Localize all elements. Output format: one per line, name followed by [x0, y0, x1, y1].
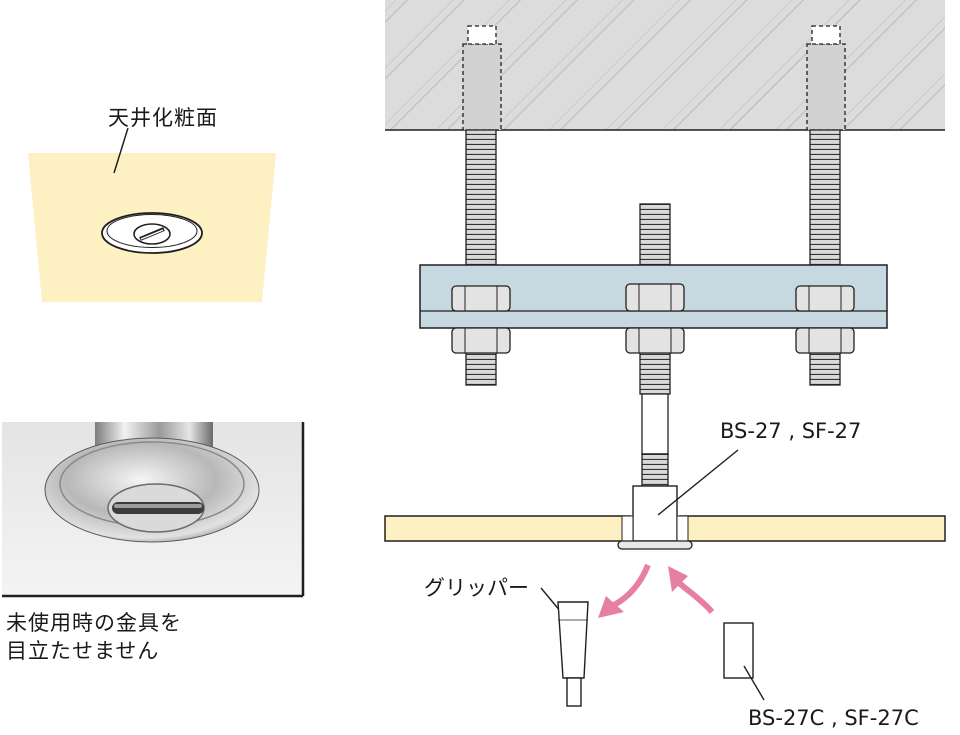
nut-lower-center [625, 327, 685, 354]
gripper-label: グリッパー [424, 576, 529, 600]
fitting-main-leader [657, 449, 739, 516]
ceiling-surface-illustration [28, 127, 276, 302]
nut-upper-right [795, 285, 855, 312]
embedded-fitting [617, 485, 693, 550]
fitting-cap-label: BS-27C , SF-27C [748, 706, 919, 730]
note-text-line1: 未使用時の金具を [6, 611, 182, 635]
ceiling-finish-label: 天井化粧面 [108, 106, 218, 130]
ceiling-board-left [384, 515, 631, 542]
product-photo [2, 422, 305, 598]
fitting-main-label: BS-27 , SF-27 [720, 419, 862, 443]
installation-cross-section [384, 0, 946, 707]
remove-arrow [598, 563, 651, 618]
fitting-cap [723, 622, 765, 701]
nut-lower-left [451, 327, 511, 354]
ceiling-label-leader [113, 127, 129, 174]
nut-upper-center [625, 283, 685, 312]
nut-upper-left [451, 285, 511, 312]
ceiling-board-right [679, 515, 946, 542]
note-text-line2: 目立たせません [6, 639, 160, 663]
insert-arrow [668, 566, 715, 614]
nut-lower-right [795, 327, 855, 354]
gripper-tool [540, 587, 589, 707]
